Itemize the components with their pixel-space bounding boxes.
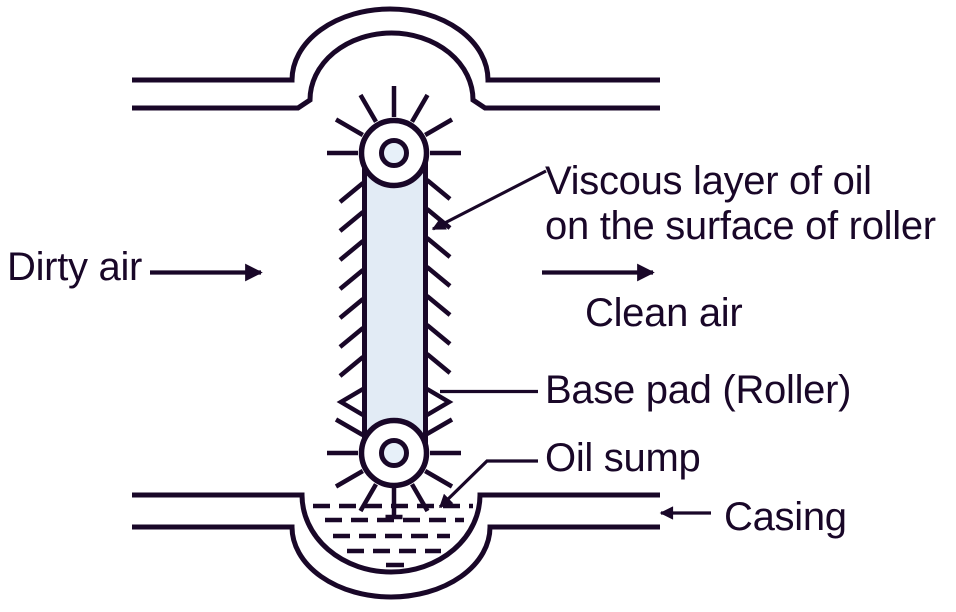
hatch-tick <box>425 265 452 288</box>
base-pad-edges <box>362 153 428 453</box>
clean-air-label: Clean air <box>585 291 742 335</box>
bottom-roller <box>327 417 461 520</box>
viscous-layer-label-line2: on the surface of roller <box>545 204 936 248</box>
hatch-tick <box>425 352 452 375</box>
base-pad-column <box>364 153 426 453</box>
spoke <box>410 93 430 123</box>
hatch-tick <box>338 181 365 204</box>
spoke <box>358 483 378 513</box>
hatch-chevron-left <box>336 387 365 417</box>
casing-bottom-inner-wall <box>132 492 660 575</box>
hatch-chevron-right <box>425 387 454 417</box>
spoke <box>358 93 378 123</box>
viscous-layer-leader <box>431 169 547 231</box>
hatch-tick <box>338 239 365 262</box>
hatch-tick <box>425 294 452 317</box>
leader-lines <box>431 169 711 520</box>
hatch-tick <box>338 355 365 378</box>
casing-bottom-outer-wall <box>132 524 660 600</box>
spoke <box>410 483 430 513</box>
hatch-tick <box>338 326 365 349</box>
oil-sump-leader <box>438 459 538 509</box>
spoke <box>424 117 454 137</box>
spoke <box>334 117 364 137</box>
casing-top-inner-wall <box>132 30 660 111</box>
top-roller-spokes <box>327 86 461 156</box>
dirty-air-label: Dirty air <box>7 245 142 289</box>
oil-sump-label: Oil sump <box>545 436 700 480</box>
hatch-tick <box>425 178 452 201</box>
hatch-tick <box>425 236 452 259</box>
bottom-roller-hub <box>379 438 409 468</box>
hatch-tick <box>338 210 365 233</box>
spoke <box>334 417 364 437</box>
diagram-labels: Dirty air Clean air Viscous layer of oil… <box>7 159 936 539</box>
top-roller <box>327 86 461 189</box>
spoke <box>334 469 364 489</box>
casing-walls <box>132 6 660 600</box>
base-pad-label: Base pad (Roller) <box>545 368 851 412</box>
bottom-roller-spokes <box>327 417 461 520</box>
top-roller-hub <box>379 138 409 168</box>
casing-top-outer-wall <box>132 6 660 83</box>
hatch-tick <box>338 268 365 291</box>
viscous-layer-label-line1: Viscous layer of oil <box>545 159 872 203</box>
hatch-tick <box>338 297 365 320</box>
diagram-lines <box>132 6 711 600</box>
casing-label: Casing <box>724 495 847 539</box>
hatch-tick <box>425 323 452 346</box>
spoke <box>424 469 454 489</box>
spoke <box>424 417 454 437</box>
